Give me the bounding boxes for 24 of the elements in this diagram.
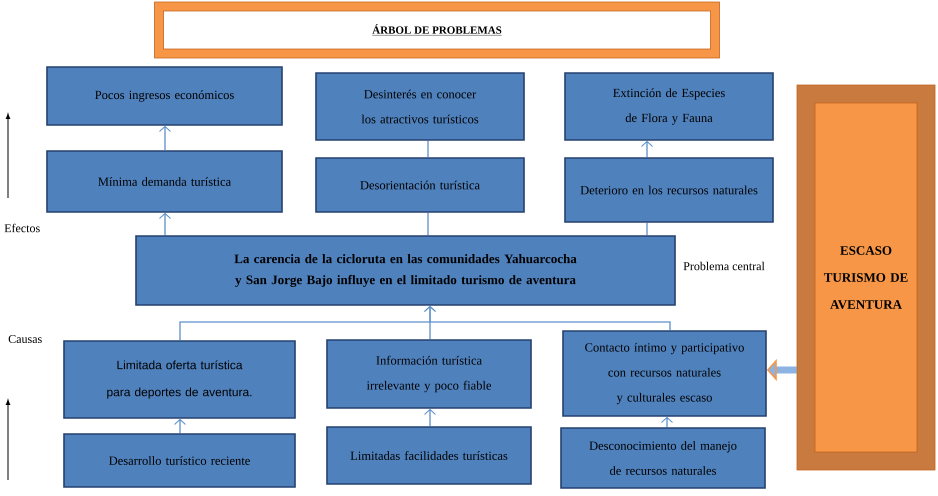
problem-box: La carencia de la cicloruta en las comunidades Yahuarcocha y San Jorge Bajo influye en el limitado turismo de aventura (135, 235, 676, 306)
problem-box: Desinterés en conocer los atractivos turísticos (315, 72, 525, 141)
problem-box: Desconocimiento del manejo de recursos naturales (560, 427, 766, 489)
side-label: Problema central (684, 262, 765, 270)
arrow (641, 140, 653, 158)
arrow (159, 126, 171, 150)
arrow (174, 418, 186, 434)
arrow (424, 306, 671, 330)
title-banner: ÁRBOL DE PROBLEMAS (154, 2, 720, 58)
arrow (424, 408, 436, 426)
problem-box: Desorientación turística (315, 157, 525, 213)
problem-box: Extinción de Especies de Flora y Fauna (564, 72, 774, 141)
problem-box: Limitada oferta turística para deportes de aventura. (63, 340, 296, 419)
problem-box: Desarrollo turístico reciente (63, 433, 296, 488)
problem-box: Contacto íntimo y participativo con recursos naturales y culturales escaso (562, 330, 767, 417)
side-label: Causas (8, 334, 42, 344)
side-label: Efectos (4, 224, 40, 232)
problem-box: Mínima demanda turística (46, 150, 283, 213)
problem-box: Pocos ingresos económicos (46, 66, 283, 126)
problem-box: Limitadas facilidades turísticas (326, 426, 532, 485)
summary-box: ESCASO TURISMO DE AVENTURA (796, 84, 936, 470)
problem-box: Deterioro en los recursos naturales (564, 157, 774, 223)
arrow (159, 212, 171, 236)
problem-box: Información turística irrelevante y poco fiable (326, 339, 532, 409)
